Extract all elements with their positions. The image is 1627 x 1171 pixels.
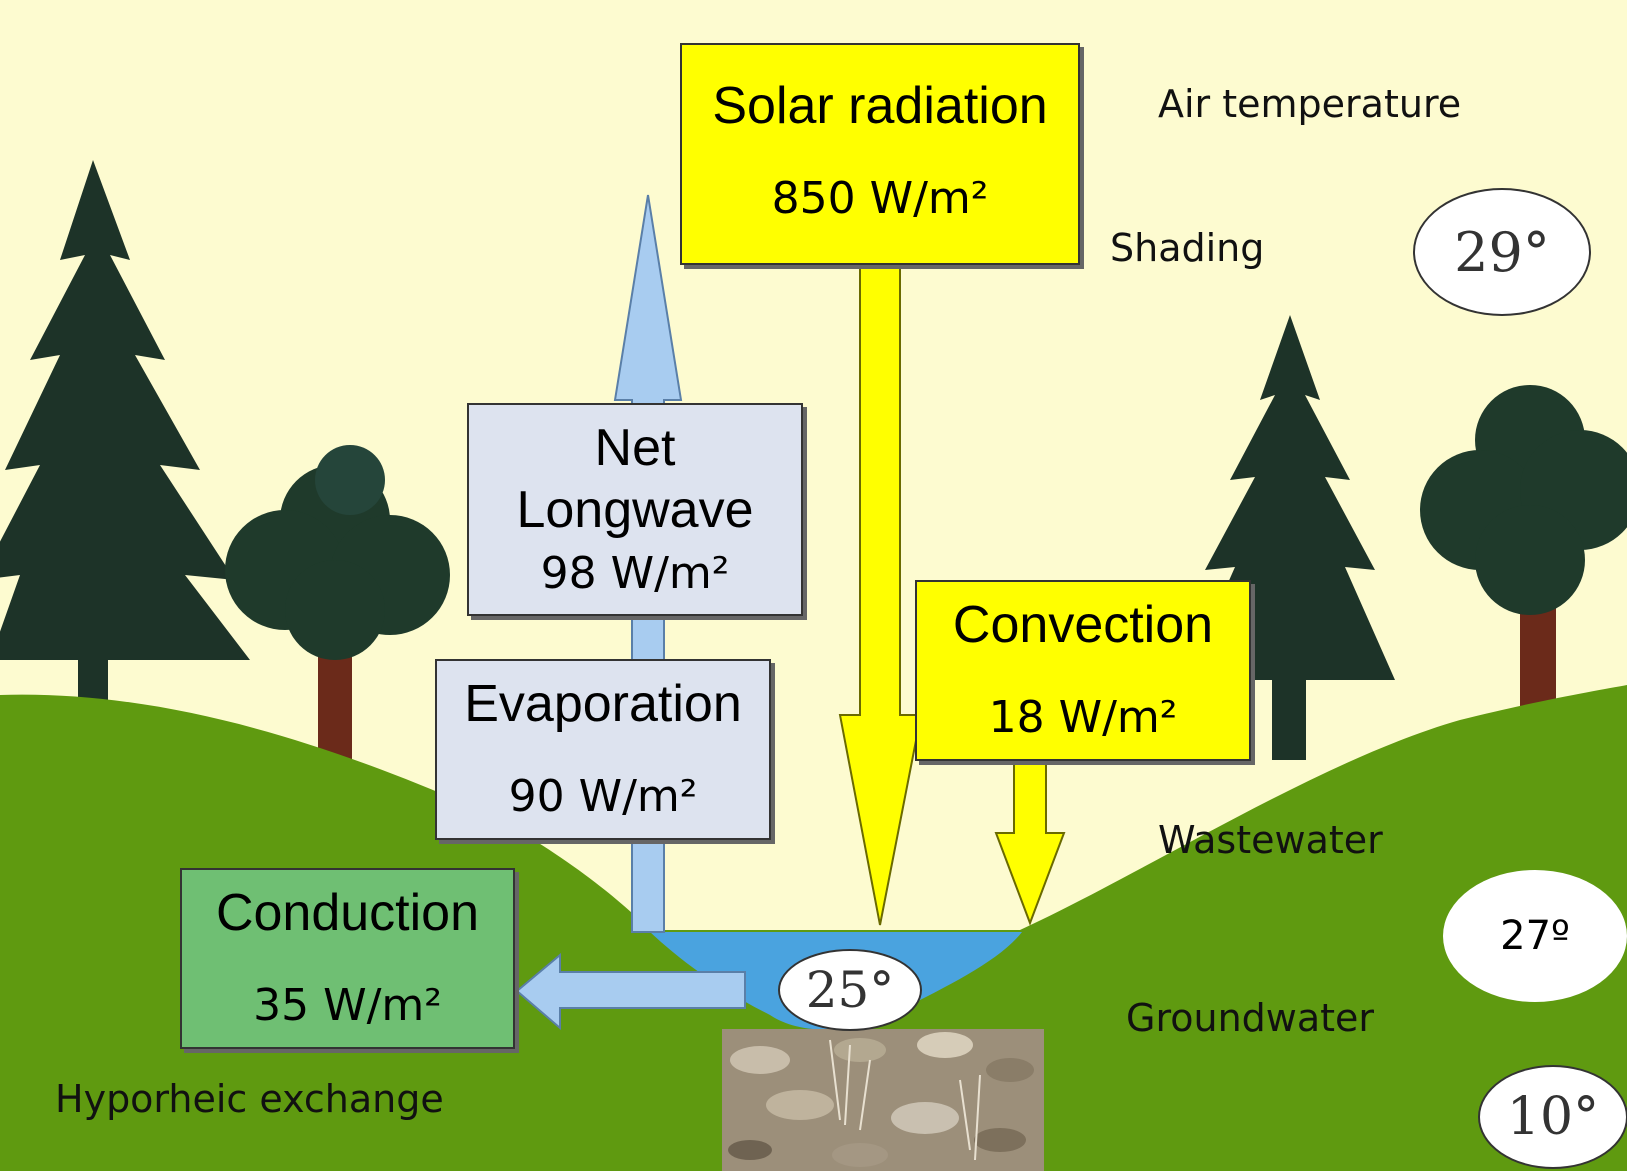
conduction-value: 35 W/m² [253,980,442,1031]
wastewater-label: Wastewater [1158,818,1383,862]
net-longwave-box: Net Longwave 98 W/m² [467,403,803,616]
deciduous-tree-right-icon [1420,385,1627,740]
solar-radiation-box: Solar radiation 850 W/m² [680,43,1080,265]
convection-title: Convection [952,596,1214,654]
solar-down-arrow [838,254,923,926]
conduction-left-arrow [515,952,746,1031]
groundwater-temperature-badge: 10° [1478,1065,1627,1169]
conifer-tree-left-icon [0,160,250,700]
conduction-title: Conduction [215,884,480,942]
net-longwave-value: 98 W/m² [540,548,730,599]
evaporation-box: Evaporation 90 W/m² [435,659,771,840]
convection-down-arrow [994,759,1066,926]
evaporation-title: Evaporation [464,675,742,733]
convection-value: 18 W/m² [988,692,1178,743]
convection-box: Convection 18 W/m² [915,580,1251,761]
evaporation-value: 90 W/m² [508,771,698,822]
air-temperature-label: Air temperature [1158,82,1462,126]
net-longwave-title-line1: Net [594,419,676,477]
net-longwave-title-line2: Longwave [516,481,754,539]
shading-label: Shading [1110,226,1265,270]
stream-temperature-badge: 25° [778,949,922,1031]
air-temperature-badge: 29° [1413,188,1591,316]
solar-radiation-title: Solar radiation [712,77,1048,135]
conduction-box: Conduction 35 W/m² [180,868,515,1049]
hyporheic-exchange-label: Hyporheic exchange [55,1077,444,1121]
streambed-gravel-photo [722,1029,1044,1171]
hillside-ground [0,685,1627,1171]
wastewater-temperature-badge: 27º [1443,870,1627,1002]
groundwater-label: Groundwater [1126,996,1375,1040]
solar-radiation-value: 850 W/m² [771,173,989,224]
